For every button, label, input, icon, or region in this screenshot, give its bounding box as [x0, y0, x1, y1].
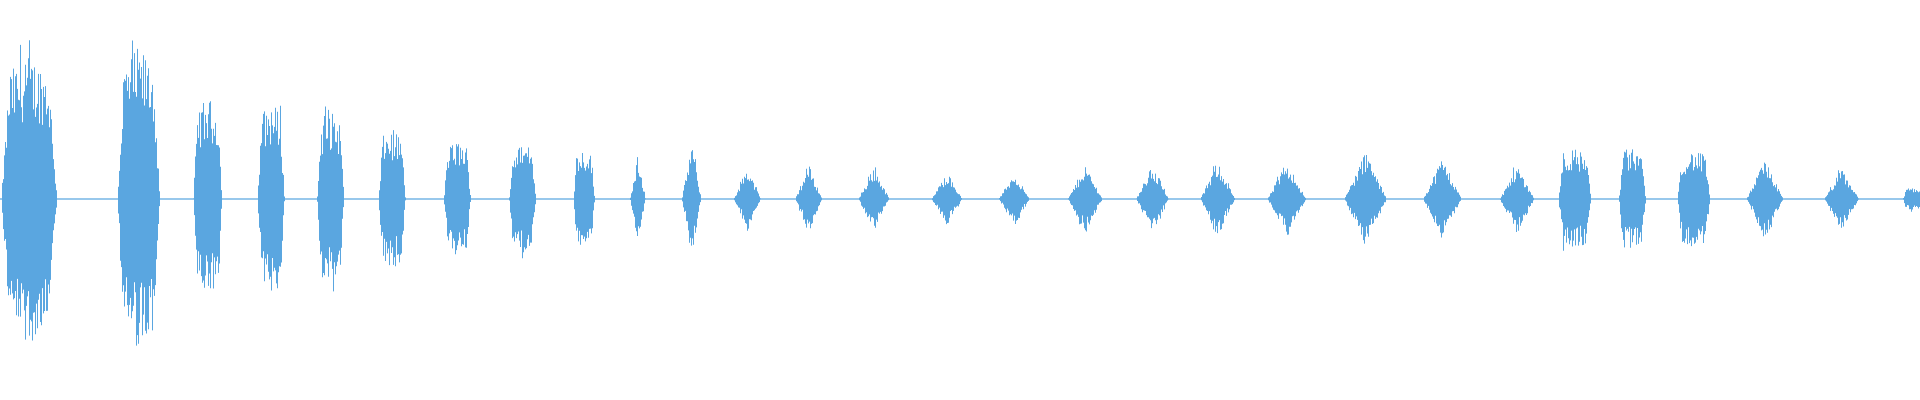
waveform-samples: [1, 40, 1920, 346]
